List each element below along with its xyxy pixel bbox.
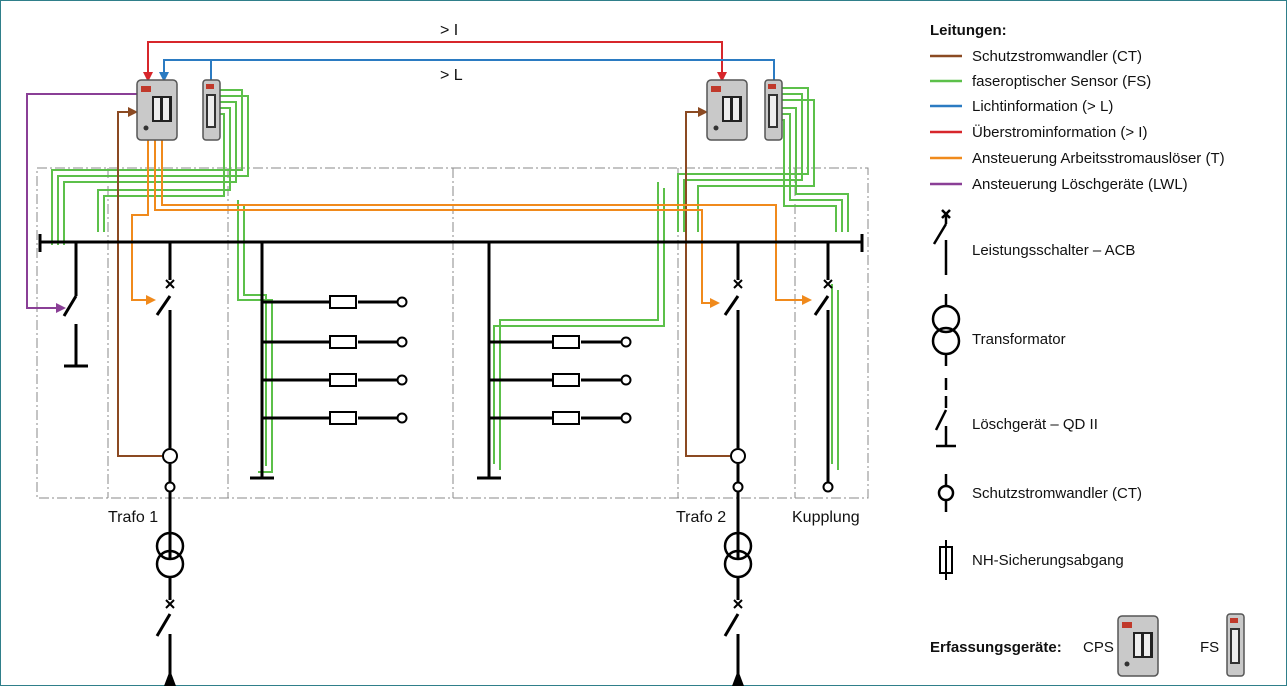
fs-device-left: [202, 79, 221, 141]
trip-wiring: [131, 138, 812, 308]
transformer-icon: [931, 294, 961, 366]
legend-line-label: faseroptischer Sensor (FS): [972, 73, 1151, 90]
supply-arrows: [164, 670, 744, 686]
legend-line-label: Lichtinformation (> L): [972, 98, 1113, 115]
legend-line-light: Lichtinformation (> L): [930, 98, 1113, 115]
legend-line-ct: Schutzstromwandler (CT): [930, 48, 1142, 65]
fuse-icon: [939, 540, 953, 580]
transformers: [155, 531, 753, 579]
fs-device-right: [764, 79, 783, 141]
trafo2-label: Trafo 2: [676, 509, 726, 526]
cps-device-right: [706, 79, 748, 141]
legend-line-label: Ansteuerung Löschgeräte (LWL): [972, 176, 1188, 193]
fs-label: FS: [1200, 639, 1219, 656]
fuses: [329, 295, 632, 425]
light-label: > L: [440, 67, 463, 84]
cps-device-left: [136, 79, 178, 141]
breaker-icon: [932, 209, 951, 275]
cps-label: CPS: [1083, 639, 1114, 656]
legend-line-fs: faseroptischer Sensor (FS): [930, 73, 1151, 90]
breaker-crosses: [165, 279, 833, 609]
devices-title: Erfassungsgeräte:: [930, 639, 1062, 656]
legend-symbol-label: Transformator: [972, 331, 1066, 348]
trafo1-label: Trafo 1: [108, 509, 158, 526]
legend-symbol-label: Schutzstromwandler (CT): [972, 485, 1142, 502]
cps-legend-icon: [1117, 615, 1159, 677]
legend-symbol-label: NH-Sicherungsabgang: [972, 552, 1124, 569]
coupling-label: Kupplung: [792, 509, 860, 526]
legend: Leitungen: Schutzstromwandler (CT) faser…: [930, 22, 1245, 677]
ct-wiring: [117, 107, 730, 457]
quenching-device-icon: [934, 378, 956, 448]
busbar-and-feeders: [38, 234, 864, 686]
light-signal-line: [159, 59, 775, 82]
quench-wiring: [26, 93, 138, 313]
current-transformer-icon: [937, 474, 955, 512]
legend-line-quench: Ansteuerung Löschgeräte (LWL): [930, 176, 1188, 193]
legend-symbol-label: Leistungsschalter – ACB: [972, 242, 1135, 259]
overcurrent-label: > I: [440, 22, 458, 39]
legend-line-overcurrent: Überstrominformation (> I): [930, 123, 1147, 141]
fs-legend-icon: [1226, 613, 1245, 677]
legend-line-label: Überstrominformation (> I): [972, 123, 1147, 141]
panel-outlines: [36, 167, 869, 499]
legend-title: Leitungen:: [930, 22, 1007, 39]
legend-line-trip: Ansteuerung Arbeitsstromauslöser (T): [930, 150, 1225, 167]
legend-symbol-label: Löschgerät – QD II: [972, 416, 1098, 433]
legend-line-label: Schutzstromwandler (CT): [972, 48, 1142, 65]
current-transformers: [162, 448, 834, 493]
legend-line-label: Ansteuerung Arbeitsstromauslöser (T): [972, 150, 1225, 167]
